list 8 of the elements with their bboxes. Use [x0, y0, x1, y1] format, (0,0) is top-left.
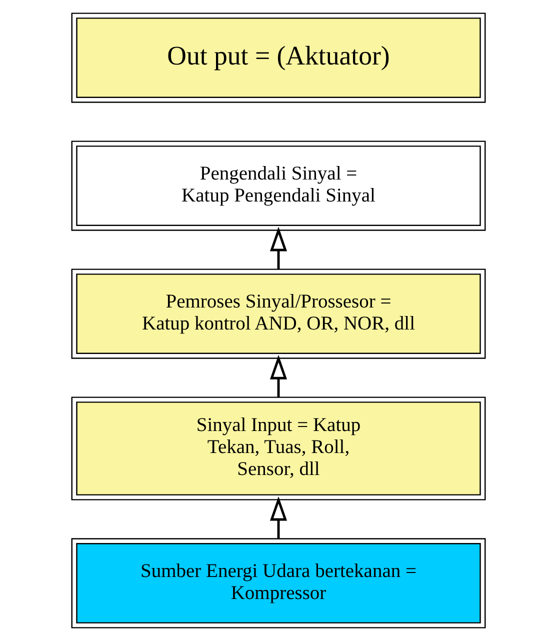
node-box: Sinyal Input = Katup Tekan, Tuas, Roll, Sensor, dll [71, 396, 486, 500]
arrow [270, 226, 288, 269]
arrow [270, 496, 288, 539]
node-box: Sumber Energi Udara bertekanan = Kompressor [71, 538, 486, 628]
node-box: Pemroses Sinyal/Prossesor = Katup kontrol AND, OR, NOR, dll [71, 268, 486, 359]
node-box: Out put = (Aktuator) [71, 12, 486, 103]
node-box: Pengendali Sinyal = Katup Pengendali Sinyal [71, 140, 486, 231]
arrow [270, 354, 288, 398]
